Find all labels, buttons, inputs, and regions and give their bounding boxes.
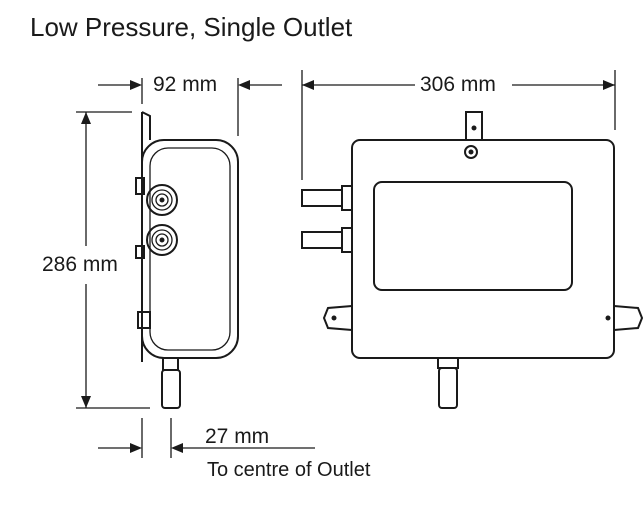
height-dimension-label: 286 mm	[42, 253, 118, 276]
side-inlet-fitting-lower	[146, 224, 178, 256]
side-view-drawing	[135, 111, 239, 409]
top-mounting-bracket	[465, 111, 483, 140]
outlet-offset-dimension-label: 27 mm	[205, 425, 270, 448]
dimension-lines	[76, 70, 616, 458]
width-dimension-label: 92 mm	[153, 73, 218, 96]
left-mounting-bracket	[322, 305, 353, 331]
side-inlet-fitting-upper	[146, 184, 178, 216]
front-view-drawing	[301, 111, 643, 409]
right-mounting-bracket	[605, 305, 643, 331]
diagram-title: Low Pressure, Single Outlet	[30, 12, 353, 42]
inlet-pipe-upper	[301, 185, 353, 211]
outlet-pipe	[437, 358, 459, 409]
outlet-offset-note: To centre of Outlet	[207, 459, 371, 481]
length-dimension-label: 306 mm	[420, 73, 496, 96]
pressure-screw	[464, 145, 478, 159]
inlet-pipe-lower	[301, 227, 353, 253]
